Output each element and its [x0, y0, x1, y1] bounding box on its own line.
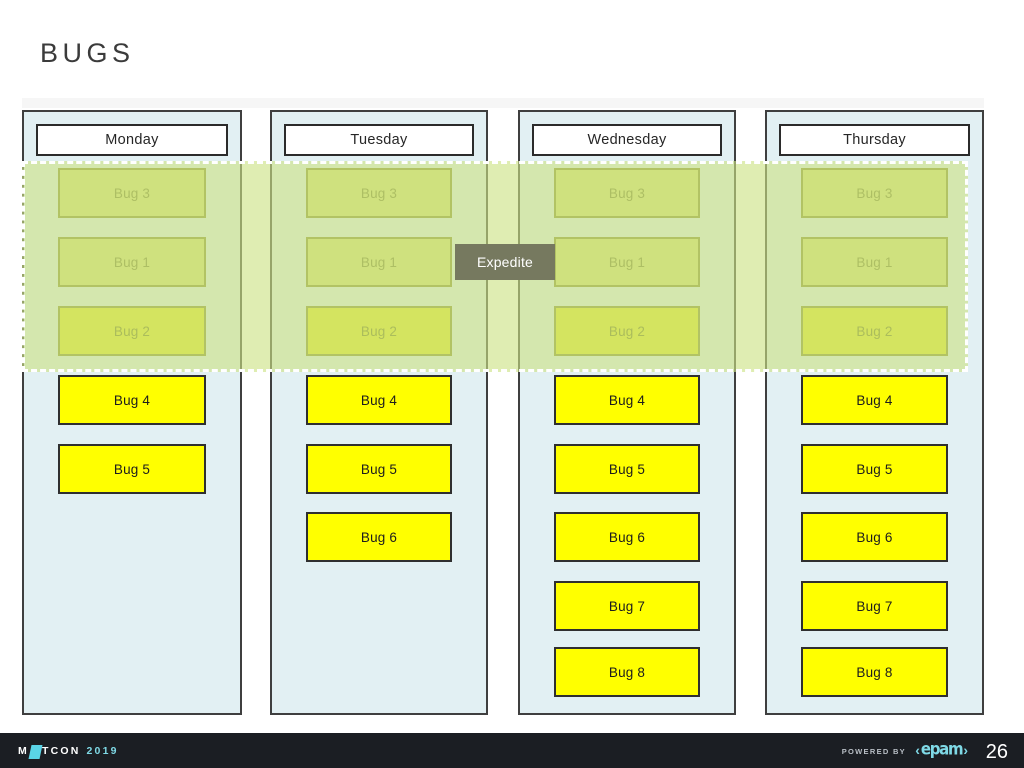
- epam-logo: ‹ epam ›: [915, 738, 968, 760]
- bug-card[interactable]: Bug 1: [306, 237, 452, 287]
- bug-card[interactable]: Bug 5: [306, 444, 452, 494]
- bug-card[interactable]: Bug 6: [554, 512, 700, 562]
- powered-by-label: POWERED BY: [841, 747, 906, 756]
- page-number: 26: [985, 741, 1008, 763]
- column-header: Thursday: [779, 124, 970, 156]
- board-top-band: [22, 98, 984, 108]
- bug-card[interactable]: Bug 4: [58, 375, 206, 425]
- bug-card[interactable]: Bug 8: [801, 647, 948, 697]
- bug-card[interactable]: Bug 6: [306, 512, 452, 562]
- column-header: Monday: [36, 124, 228, 156]
- bug-card[interactable]: Bug 7: [801, 581, 948, 631]
- diamond-icon: [28, 745, 43, 759]
- bug-card[interactable]: Bug 4: [306, 375, 452, 425]
- epam-bracket-left-icon: ‹: [915, 741, 920, 758]
- mitcon-logo: M TCON 2019: [18, 744, 119, 759]
- bug-card[interactable]: Bug 2: [554, 306, 700, 356]
- bug-card[interactable]: Bug 3: [801, 168, 948, 218]
- bug-card[interactable]: Bug 5: [801, 444, 948, 494]
- bug-card[interactable]: Bug 3: [554, 168, 700, 218]
- bug-card[interactable]: Bug 2: [58, 306, 206, 356]
- bug-card[interactable]: Bug 5: [58, 444, 206, 494]
- bug-card[interactable]: Bug 1: [58, 237, 206, 287]
- expedite-label: Expedite: [455, 244, 555, 280]
- bug-card[interactable]: Bug 2: [306, 306, 452, 356]
- bug-card[interactable]: Bug 8: [554, 647, 700, 697]
- bug-card[interactable]: Bug 2: [801, 306, 948, 356]
- bug-card[interactable]: Bug 1: [554, 237, 700, 287]
- slide-footer: M TCON 2019 POWERED BY ‹ epam › 26: [0, 733, 1024, 768]
- bug-card[interactable]: Bug 3: [306, 168, 452, 218]
- bug-card[interactable]: Bug 6: [801, 512, 948, 562]
- bug-card[interactable]: Bug 7: [554, 581, 700, 631]
- mitcon-logo-text-end: TCON: [41, 745, 81, 757]
- column-header: Tuesday: [284, 124, 474, 156]
- column-header: Wednesday: [532, 124, 722, 156]
- bug-card[interactable]: Bug 5: [554, 444, 700, 494]
- mitcon-logo-year: 2019: [86, 745, 119, 757]
- page-title: BUGS: [40, 38, 135, 68]
- bug-card[interactable]: Bug 3: [58, 168, 206, 218]
- bug-card[interactable]: Bug 1: [801, 237, 948, 287]
- bug-card[interactable]: Bug 4: [801, 375, 948, 425]
- epam-bracket-right-icon: ›: [963, 741, 968, 758]
- mitcon-logo-text-start: M: [18, 745, 29, 757]
- bug-card[interactable]: Bug 4: [554, 375, 700, 425]
- epam-wordmark: epam: [920, 738, 964, 760]
